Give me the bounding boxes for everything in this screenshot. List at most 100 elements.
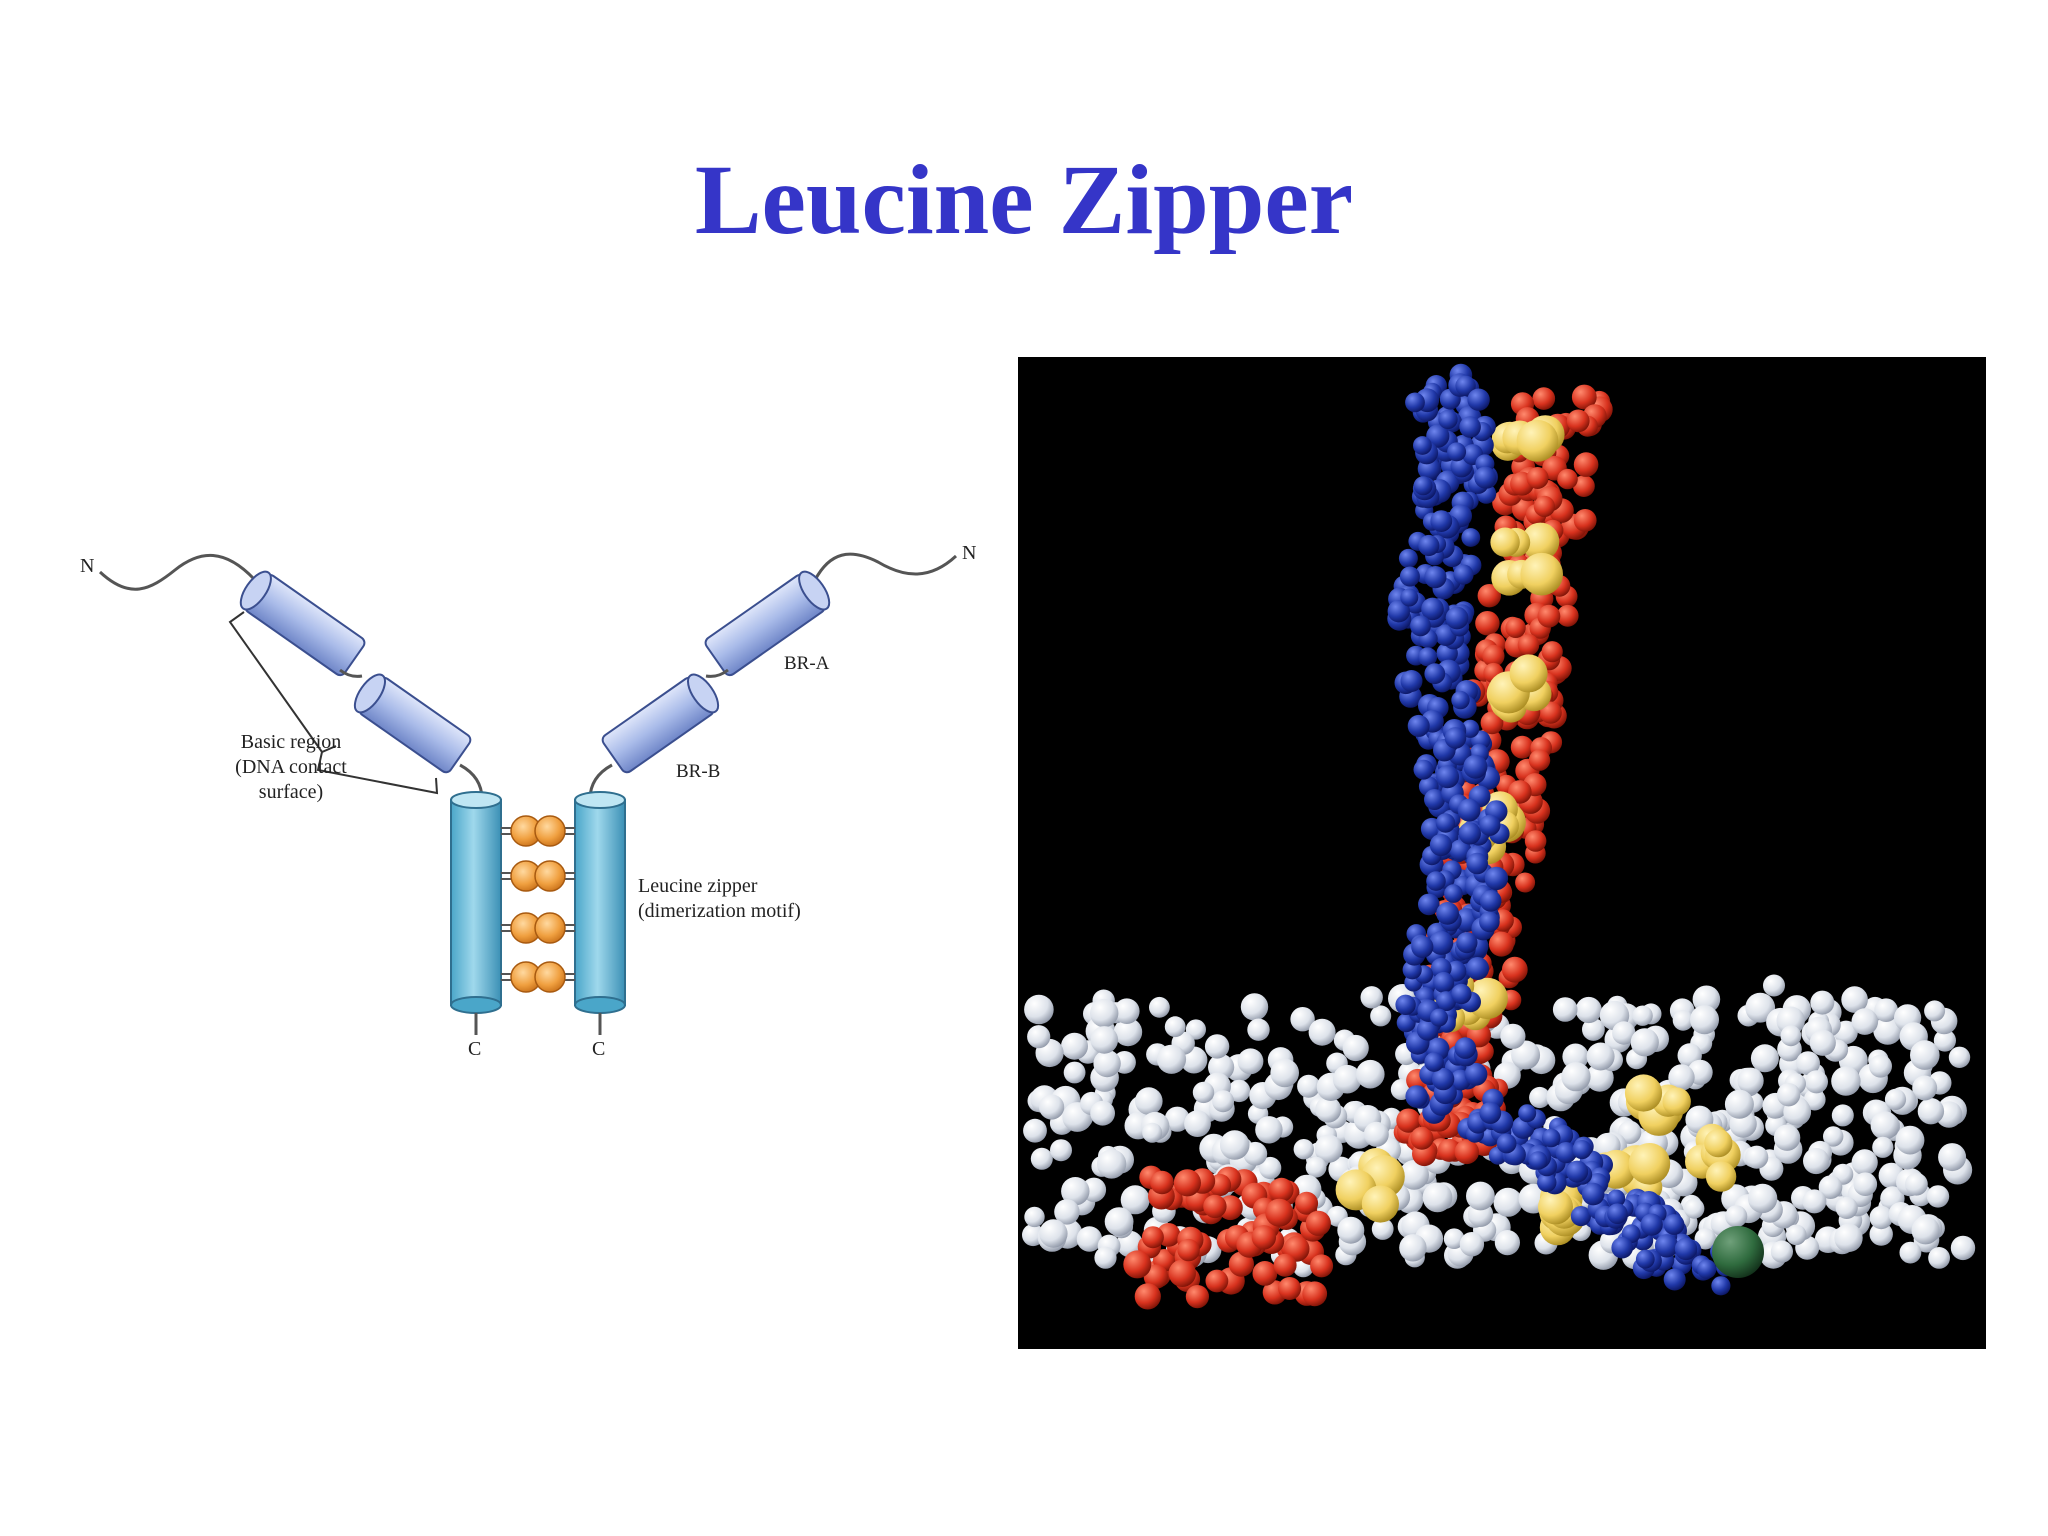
red-atom xyxy=(1573,452,1599,477)
dna-atom xyxy=(1337,1216,1365,1244)
blue-atom xyxy=(1461,528,1481,547)
red-atom xyxy=(1526,467,1549,489)
dna-atom xyxy=(1851,1008,1879,1035)
dna-atom xyxy=(1853,1172,1878,1196)
dna-atom xyxy=(1466,1181,1495,1211)
blue-atom xyxy=(1430,510,1453,532)
dna-atom xyxy=(1912,1075,1938,1101)
blue-atom xyxy=(1479,890,1502,912)
blue-atom xyxy=(1413,476,1433,496)
blue-atom xyxy=(1484,866,1509,891)
c-terminus-right-label: C xyxy=(592,1038,605,1060)
blue-atom xyxy=(1438,409,1458,430)
blue-atom xyxy=(1395,994,1416,1015)
dna-atom xyxy=(1780,1025,1802,1047)
dna-atom xyxy=(1090,998,1119,1028)
blue-atom xyxy=(1496,1133,1517,1154)
dna-atom xyxy=(1135,1087,1163,1115)
red-atom xyxy=(1532,387,1556,410)
dna-atom xyxy=(1120,1185,1150,1215)
dna-atom xyxy=(1529,1086,1551,1109)
zipper-label-line2: (dimerization motif) xyxy=(638,900,801,922)
red-atom xyxy=(1305,1210,1331,1236)
yellow-atom xyxy=(1521,522,1560,561)
dna-atom xyxy=(1204,1034,1230,1059)
dna-atom xyxy=(1332,1064,1362,1094)
dna-atom xyxy=(1360,986,1383,1009)
dna-atom xyxy=(1841,986,1868,1013)
dna-atom xyxy=(1308,1018,1336,1046)
blue-atom xyxy=(1435,813,1456,833)
dna-atom xyxy=(1063,1061,1086,1084)
blue-atom xyxy=(1424,566,1447,589)
red-atom xyxy=(1273,1253,1297,1277)
dna-atom xyxy=(1459,1232,1485,1257)
blue-atom xyxy=(1463,754,1488,779)
dna-atom xyxy=(1776,1006,1805,1035)
blue-atom xyxy=(1640,1213,1663,1236)
dna-atom xyxy=(1834,1223,1863,1253)
blue-atom xyxy=(1405,392,1425,413)
dna-atom xyxy=(1630,1028,1659,1057)
dna-atom xyxy=(1899,1241,1922,1264)
blue-atom xyxy=(1413,759,1434,780)
blue-atom xyxy=(1566,1160,1589,1183)
red-atom xyxy=(1205,1269,1229,1293)
dna-atom xyxy=(1240,993,1269,1021)
blue-atom xyxy=(1607,1203,1628,1224)
basic-region-label-line1: Basic region xyxy=(241,731,342,753)
right-basic-helix-lower xyxy=(601,673,720,774)
dna-atom xyxy=(1924,1000,1946,1022)
dna-atom xyxy=(1785,1224,1807,1246)
dna-atom xyxy=(1290,1007,1315,1032)
dna-atom xyxy=(1113,1017,1143,1047)
yellow-atom xyxy=(1624,1074,1663,1112)
red-atom xyxy=(1168,1259,1196,1287)
blue-atom xyxy=(1581,1182,1605,1206)
dna-atom xyxy=(1562,1043,1589,1070)
blue-atom xyxy=(1418,893,1440,916)
red-atom xyxy=(1475,611,1500,636)
dna-atom xyxy=(1493,1187,1523,1217)
blue-atom xyxy=(1413,436,1432,455)
dna-atom xyxy=(1027,1025,1051,1049)
blue-atom xyxy=(1429,833,1452,857)
blue-atom xyxy=(1426,424,1450,448)
basic-region-label-line3: surface) xyxy=(259,781,323,803)
green-atom xyxy=(1712,1226,1764,1278)
dna-atom xyxy=(1725,1205,1748,1228)
red-atom xyxy=(1150,1170,1174,1195)
yellow-atom xyxy=(1628,1143,1671,1185)
dna-atom xyxy=(1917,1098,1945,1125)
blue-atom xyxy=(1407,714,1430,737)
yellow-atom xyxy=(1704,1129,1733,1158)
dna-atom xyxy=(1024,1206,1045,1228)
dna-atom xyxy=(1948,1046,1971,1068)
red-atom xyxy=(1269,1177,1294,1202)
red-atom xyxy=(1508,780,1532,804)
dna-atom xyxy=(1243,1141,1268,1166)
dna-atom xyxy=(1096,1149,1127,1179)
red-atom xyxy=(1482,644,1505,667)
right-zipper-helix xyxy=(574,791,626,1035)
dna-atom xyxy=(1869,1054,1892,1078)
dna-atom xyxy=(1315,1096,1342,1123)
dna-atom xyxy=(1561,1062,1591,1092)
red-atom xyxy=(1556,604,1579,627)
red-atom xyxy=(1524,830,1547,852)
red-atom xyxy=(1265,1198,1294,1227)
dna-atom xyxy=(1104,1207,1134,1236)
yellow-atom xyxy=(1662,1087,1691,1116)
dna-atom xyxy=(1356,1059,1385,1089)
red-atom xyxy=(1278,1277,1302,1300)
dna-atom xyxy=(1831,1104,1854,1127)
dna-atom xyxy=(1835,1196,1858,1219)
red-atom xyxy=(1505,617,1526,638)
dna-atom xyxy=(1770,1240,1793,1263)
dna-atom xyxy=(1810,990,1835,1015)
dna-atom xyxy=(1094,1246,1117,1269)
blue-atom xyxy=(1466,852,1488,875)
right-basic-helix-upper xyxy=(704,570,831,677)
red-atom xyxy=(1533,495,1555,517)
